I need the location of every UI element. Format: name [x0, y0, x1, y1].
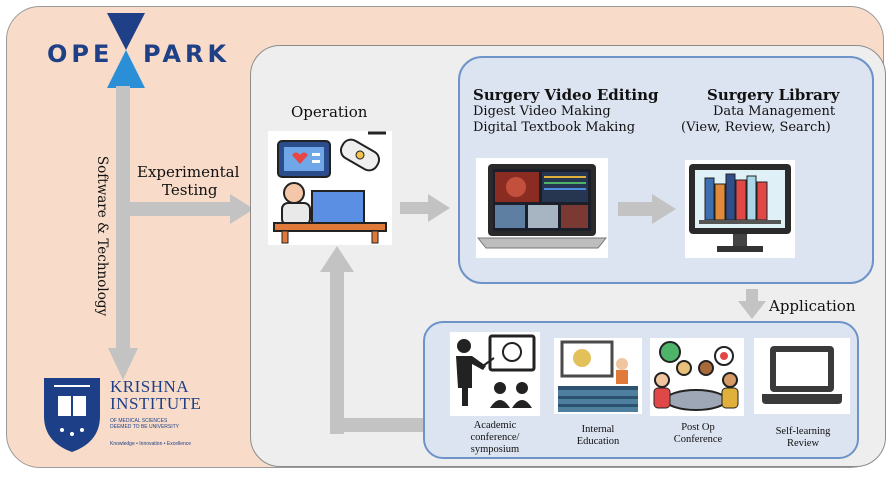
laptop-icon [754, 338, 850, 414]
editing-title: Surgery Video Editing [473, 86, 659, 104]
institute-sub-line1: OF MEDICAL SCIENCES [110, 418, 168, 424]
right-arrow [400, 194, 450, 222]
operation-title: Operation [291, 103, 368, 121]
self-learning-label: Self-learning Review [764, 426, 842, 450]
kims-crest-icon [40, 374, 104, 454]
library-line2: (View, Review, Search) [681, 120, 831, 135]
return-arrow [320, 246, 426, 434]
post-op-line1: Post Op [681, 422, 715, 433]
right-arrow [128, 194, 254, 224]
right-arrow [618, 194, 676, 224]
self-learning-line1: Self-learning [775, 426, 831, 437]
meeting-icon [650, 338, 744, 416]
institute-name-line2: INSTITUTE [110, 394, 202, 413]
logo-hourglass-icon [107, 13, 145, 88]
internal-education-line2: Education [576, 436, 620, 447]
classroom-icon [554, 338, 642, 414]
testing-label: Testing [162, 181, 218, 199]
academic-label-line2: conference/ [470, 432, 520, 443]
institute-name: KRISHNA INSTITUTE [110, 378, 201, 412]
internal-education-label: Internal Education [560, 424, 636, 448]
application-label: Application [769, 297, 856, 315]
post-op-line2: Conference [673, 434, 723, 445]
down-arrow [108, 86, 138, 380]
laptop-video-icon [476, 158, 608, 258]
academic-label: Academic conference/ symposium [460, 420, 530, 456]
monitor-books-icon [685, 160, 795, 258]
academic-label-line1: Academic [473, 420, 517, 431]
academic-label-line3: symposium [470, 444, 520, 455]
self-learning-line2: Review [786, 438, 820, 449]
internal-education-line1: Internal [581, 424, 615, 435]
down-arrow [738, 289, 766, 319]
editing-line2: Digital Textbook Making [473, 120, 636, 135]
experimental-label: Experimental [137, 163, 240, 181]
logo-text-ope: OPE [47, 40, 114, 68]
institute-tagline: Knowledge • Innovation • Excellence [110, 441, 192, 447]
editing-line1: Digest Video Making [473, 104, 611, 119]
institute-subtitle: OF MEDICAL SCIENCES DEEMED TO BE UNIVERS… [110, 418, 179, 430]
library-title: Surgery Library [707, 86, 840, 104]
institute-sub-line2: DEEMED TO BE UNIVERSITY [110, 424, 179, 430]
library-line1: Data Management [713, 104, 836, 119]
surgery-icon [268, 131, 392, 245]
post-op-label: Post Op Conference [660, 422, 736, 446]
institute-name-line1: KRISHNA [110, 377, 190, 396]
presenter-icon [450, 332, 540, 416]
software-technology-label: Software & Technology [94, 155, 110, 317]
logo-text-park: PARK [143, 40, 231, 68]
